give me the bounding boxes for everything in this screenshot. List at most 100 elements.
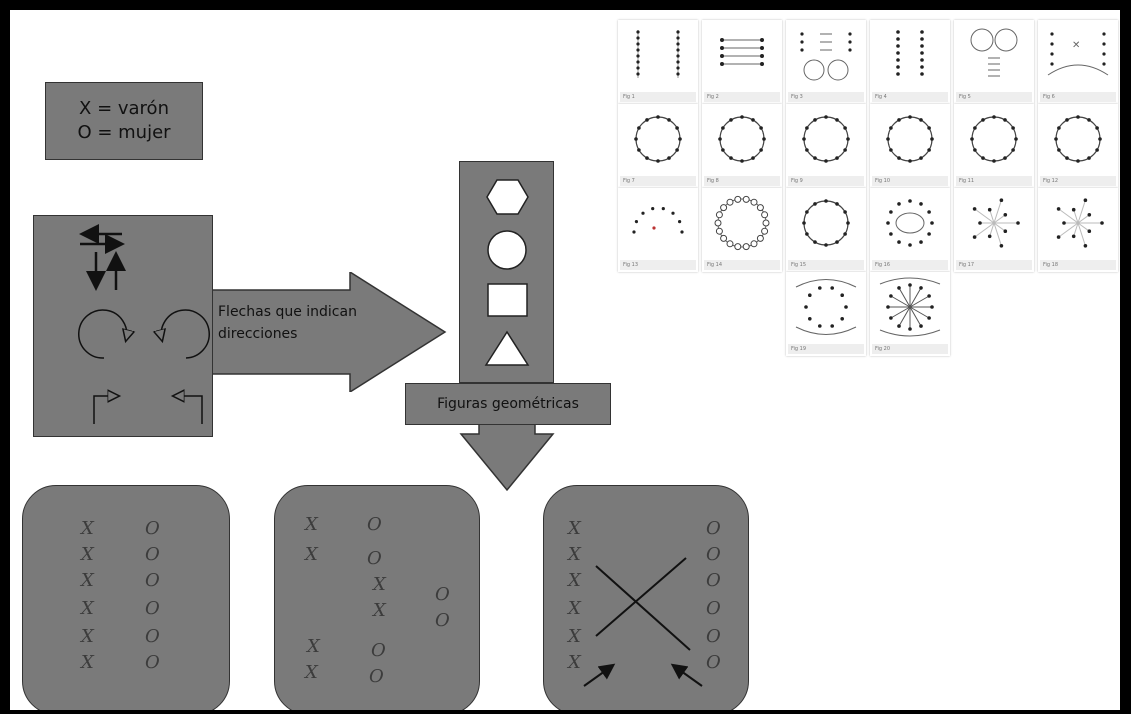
- figure-caption: Fig 18: [1040, 260, 1116, 270]
- figure-thumbnail[interactable]: Fig 4: [870, 20, 950, 104]
- formation-diagram-image: [702, 188, 782, 258]
- svg-text:✕: ✕: [1072, 40, 1080, 51]
- male-marker: X: [568, 598, 581, 619]
- male-marker: X: [81, 598, 94, 619]
- male-marker: X: [305, 544, 318, 565]
- rectangle-shape: [487, 283, 528, 317]
- male-marker: X: [568, 652, 581, 673]
- formation-diagram-image: [1038, 104, 1118, 174]
- female-marker: O: [145, 544, 160, 565]
- down-arrow: [459, 422, 555, 492]
- figure-caption: Fig 3: [788, 92, 864, 102]
- figure-thumbnail[interactable]: Fig 10: [870, 104, 950, 188]
- female-marker: O: [371, 640, 386, 661]
- diagram-canvas: X = varón O = mujer Fl: [10, 10, 1120, 710]
- formation-diagram-image: [702, 20, 782, 90]
- direction-arrows-box: [33, 215, 213, 437]
- formation-diagram-image: [618, 188, 698, 258]
- figure-thumbnail[interactable]: Fig 18: [1038, 188, 1118, 272]
- male-marker: X: [81, 544, 94, 565]
- legend-varon: X = varón: [79, 98, 169, 119]
- female-marker: O: [706, 518, 721, 539]
- figure-thumbnail[interactable]: Fig 9: [786, 104, 866, 188]
- male-marker: X: [81, 570, 94, 591]
- figure-caption: Fig 7: [620, 176, 696, 186]
- figure-thumbnail[interactable]: Fig 20: [870, 272, 950, 356]
- female-marker: O: [706, 570, 721, 591]
- arrows-caption: Flechas que indican direcciones: [218, 304, 357, 342]
- male-marker: X: [81, 626, 94, 647]
- female-marker: O: [145, 570, 160, 591]
- male-marker: X: [81, 652, 94, 673]
- male-marker: X: [568, 544, 581, 565]
- figure-caption: Fig 15: [788, 260, 864, 270]
- figure-thumbnail[interactable]: Fig 5: [954, 20, 1034, 104]
- figure-thumbnail[interactable]: Fig 14: [702, 188, 782, 272]
- figure-caption: Fig 13: [620, 260, 696, 270]
- figure-thumbnail[interactable]: Fig 7: [618, 104, 698, 188]
- formation-diagram-image: [786, 104, 866, 174]
- crossing-lines: [583, 557, 703, 687]
- figure-caption: Fig 4: [872, 92, 948, 102]
- figure-caption: Fig 16: [872, 260, 948, 270]
- figure-thumbnail[interactable]: Fig 16: [870, 188, 950, 272]
- formation-diagram-image: ✕: [1038, 20, 1118, 90]
- figure-caption: Fig 20: [872, 344, 948, 354]
- female-marker: O: [145, 652, 160, 673]
- female-marker: O: [367, 514, 382, 535]
- female-marker: O: [145, 598, 160, 619]
- female-marker: O: [145, 626, 160, 647]
- figure-caption: Fig 1: [620, 92, 696, 102]
- formation-diagram-image: [870, 272, 950, 342]
- figure-caption: Fig 6: [1040, 92, 1116, 102]
- direction-arrows-icons: [78, 224, 210, 424]
- geometric-figures-label: Figuras geométricas: [405, 383, 611, 425]
- formation-diagram-image: [786, 188, 866, 258]
- figure-thumbnail[interactable]: Fig 8: [702, 104, 782, 188]
- formation-diagram-image: [618, 20, 698, 90]
- figure-thumbnail[interactable]: Fig 1: [618, 20, 698, 104]
- figure-thumbnail[interactable]: Fig 13: [618, 188, 698, 272]
- figure-caption: Fig 8: [704, 176, 780, 186]
- figure-caption: Fig 17: [956, 260, 1032, 270]
- formation-diagram-image: [786, 272, 866, 342]
- formation-diagram-image: [954, 188, 1034, 258]
- male-marker: X: [568, 570, 581, 591]
- formation-panel-two-lines: X O X O X O X O X O X O: [22, 485, 230, 710]
- female-marker: O: [145, 518, 160, 539]
- figure-caption: Fig 2: [704, 92, 780, 102]
- hexagon-shape: [486, 179, 529, 215]
- figure-thumbnail[interactable]: Fig 17: [954, 188, 1034, 272]
- figure-caption: Fig 14: [704, 260, 780, 270]
- female-marker: O: [369, 666, 384, 687]
- male-marker: X: [81, 518, 94, 539]
- formation-diagram-image: [1038, 188, 1118, 258]
- female-marker: O: [435, 610, 450, 631]
- geometric-shapes-column: [459, 161, 554, 383]
- figure-caption: Fig 5: [956, 92, 1032, 102]
- figure-thumbnail[interactable]: Fig 11: [954, 104, 1034, 188]
- male-marker: X: [305, 662, 318, 683]
- figure-thumbnail[interactable]: Fig 12: [1038, 104, 1118, 188]
- female-marker: O: [367, 548, 382, 569]
- male-marker: X: [373, 600, 386, 621]
- male-marker: X: [568, 518, 581, 539]
- male-marker: X: [307, 636, 320, 657]
- figure-thumbnail[interactable]: Fig 19: [786, 272, 866, 356]
- figure-thumbnail[interactable]: ✕ Fig 6: [1038, 20, 1118, 104]
- figure-thumbnail[interactable]: Fig 15: [786, 188, 866, 272]
- formation-diagram-image: [618, 104, 698, 174]
- female-marker: O: [706, 652, 721, 673]
- figure-thumbnail[interactable]: Fig 3: [786, 20, 866, 104]
- male-marker: X: [305, 514, 318, 535]
- figure-caption: Fig 9: [788, 176, 864, 186]
- figure-caption: Fig 19: [788, 344, 864, 354]
- female-marker: O: [706, 626, 721, 647]
- circle-shape: [487, 230, 527, 270]
- formation-diagram-image: [870, 20, 950, 90]
- figure-caption: Fig 11: [956, 176, 1032, 186]
- figure-thumbnail[interactable]: Fig 2: [702, 20, 782, 104]
- formation-diagram-image: [954, 20, 1034, 90]
